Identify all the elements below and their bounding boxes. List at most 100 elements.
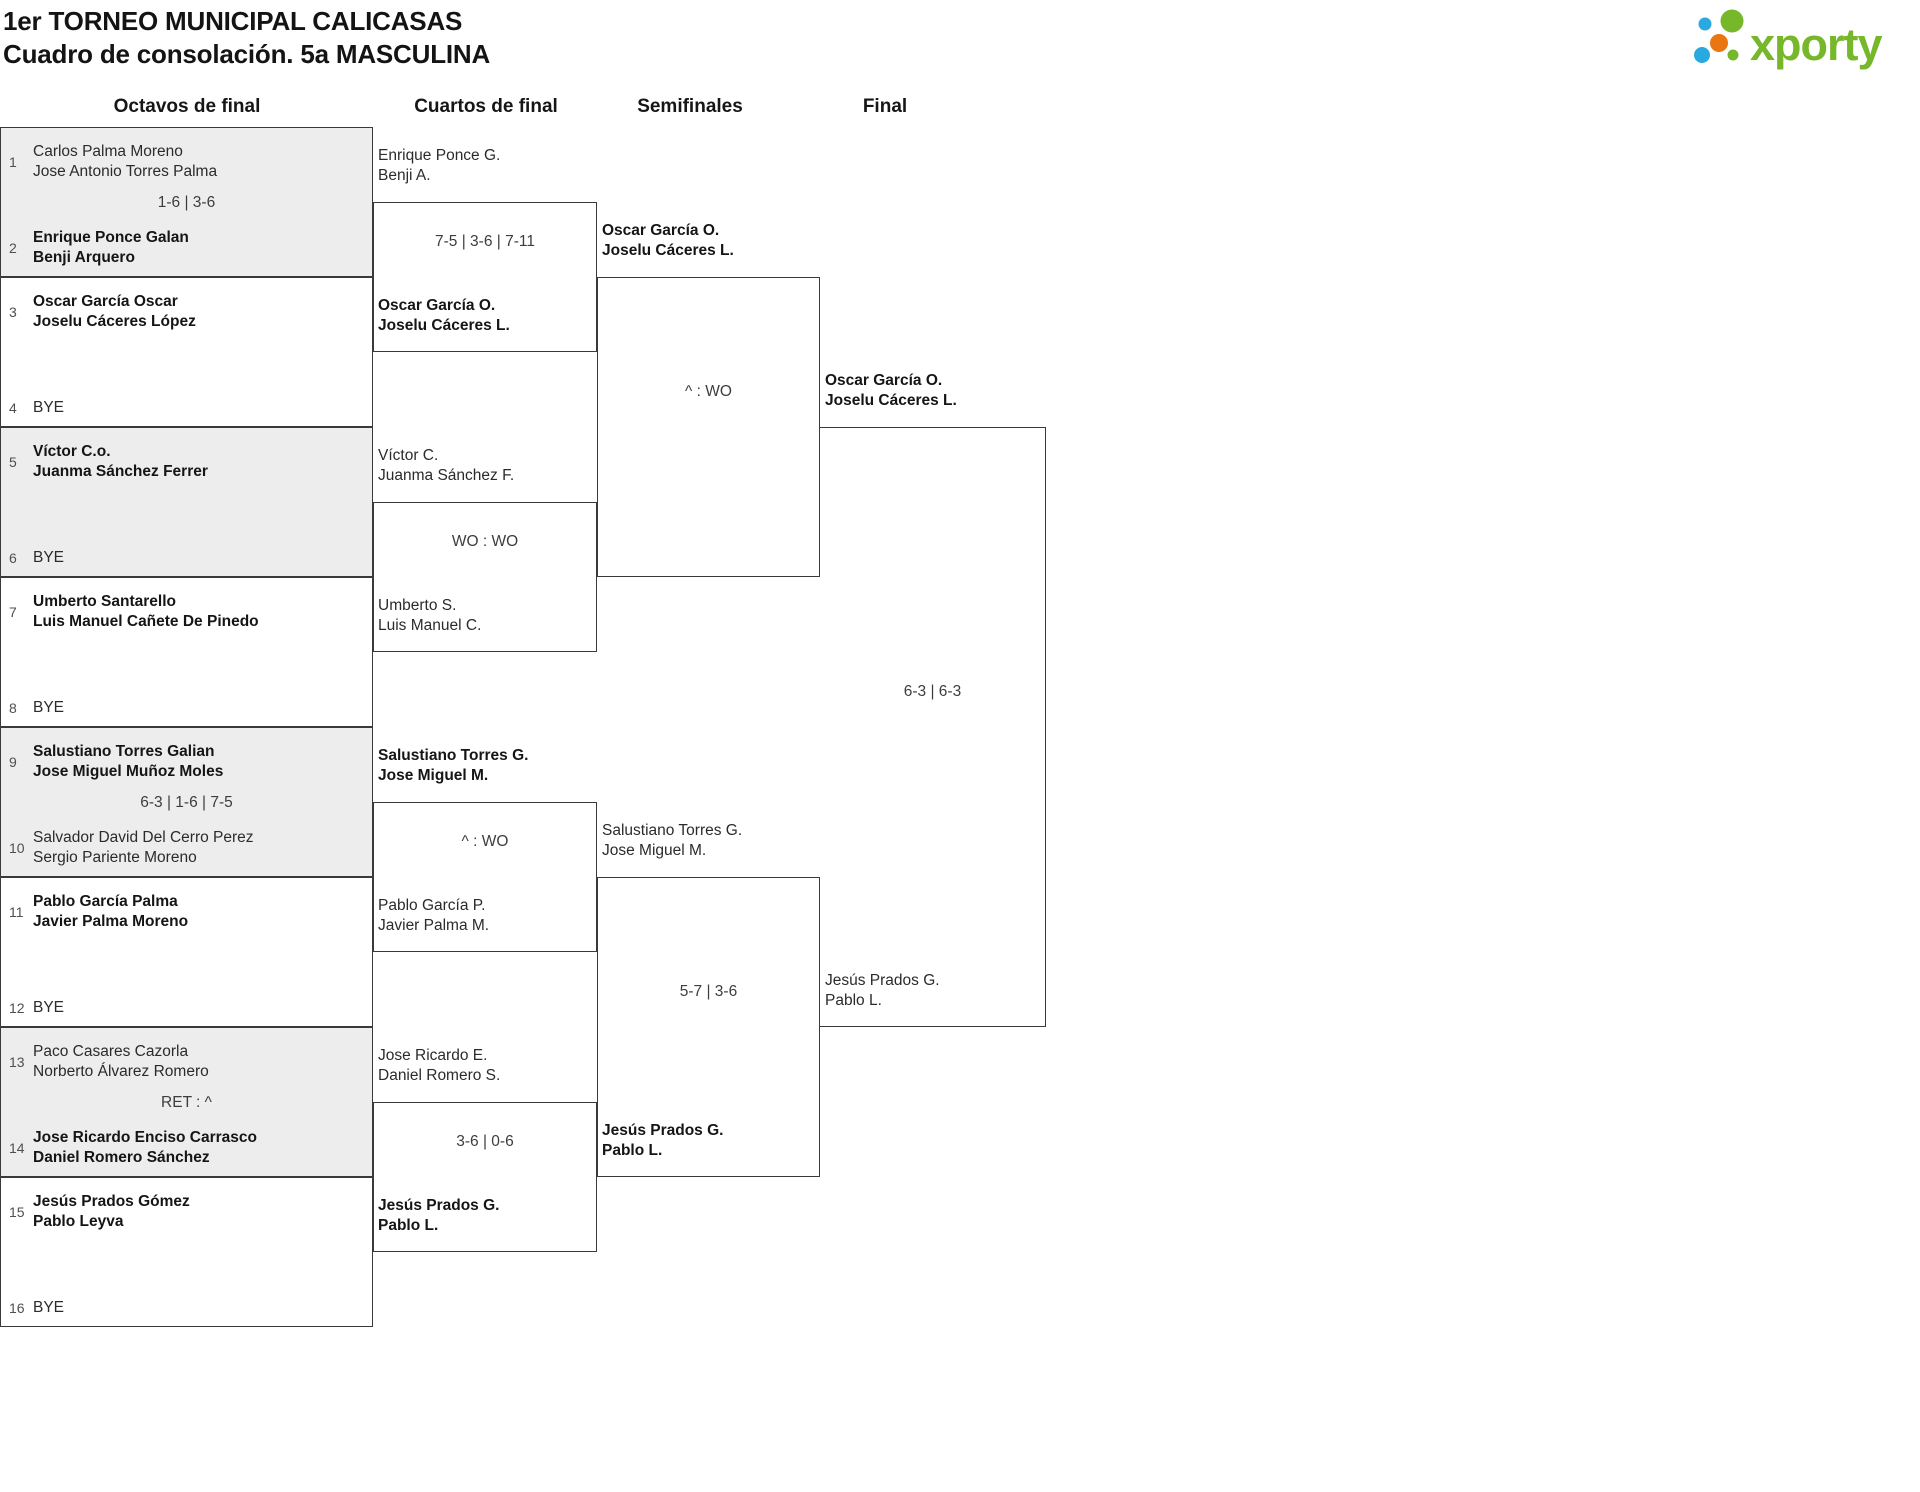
tournament-title: 1er TORNEO MUNICIPAL CALICASAS Cuadro de… — [3, 5, 490, 71]
seed-number: 7 — [9, 604, 17, 620]
team-label: Víctor C. Juanma Sánchez F. — [378, 446, 514, 486]
team-name: BYE — [33, 548, 64, 568]
match-score: 6-3 | 6-3 — [903, 683, 962, 700]
team-name-line: Salustiano Torres G. — [378, 747, 529, 764]
team-name-line: Jesús Prados G. — [602, 1122, 724, 1139]
logo-dot-orange — [1710, 34, 1728, 52]
seed-number: 15 — [9, 1204, 25, 1220]
team-name-line: Jose Ricardo Enciso Carrasco — [33, 1129, 257, 1146]
team-label: Oscar García O.Joselu Cáceres L. — [825, 371, 957, 411]
team-entry: 6 BYE — [9, 548, 366, 568]
team-label: Jose Ricardo E.Daniel Romero S. — [378, 1046, 500, 1086]
team-entry: 12 BYE — [9, 998, 366, 1018]
seed-number: 14 — [9, 1140, 25, 1156]
team-name-line: Jose Ricardo E. — [378, 1047, 488, 1064]
seed-number: 11 — [9, 904, 24, 920]
team-label: Jesús Prados G.Pablo L. — [602, 1121, 723, 1161]
match-score: 1-6 | 3-6 — [157, 194, 216, 211]
team-name-line: BYE — [33, 399, 65, 416]
seed-number: 12 — [9, 1000, 25, 1016]
team-name: BYE — [33, 698, 64, 718]
team-name-line: Paco Casares Cazorla — [33, 1043, 189, 1060]
team-name-line: Oscar García Oscar — [33, 293, 178, 310]
team-name-line: Oscar García O. — [378, 297, 496, 314]
team-label: Pablo García P. Javier Palma M. — [378, 896, 489, 936]
team-name-line: Joselu Cáceres López — [33, 313, 196, 330]
match-box-final: 6-3 | 6-3 — [820, 427, 1046, 1027]
team-name-line: Víctor C.o. — [33, 443, 111, 460]
logo-dot-green — [1720, 9, 1744, 33]
team-name-line: Benji Arquero — [33, 249, 135, 266]
team-name-line: Joselu Cáceres L. — [602, 242, 734, 259]
team-name-line: BYE — [33, 1299, 65, 1316]
team-name-line: Juanma Sánchez Ferrer — [33, 463, 208, 480]
team-name-line: Pablo García Palma — [33, 893, 178, 910]
team-name-line: Pablo García P. — [378, 897, 486, 914]
match-score: 6-3 | 1-6 | 7-5 — [140, 794, 233, 811]
round-header-4: Final — [862, 96, 908, 117]
team-name-line: Enrique Ponce Galan — [33, 229, 189, 246]
team-name-line: BYE — [33, 549, 65, 566]
xporty-logo[interactable]: xporty — [1688, 2, 1908, 76]
team-name-line: Benji A. — [378, 167, 431, 184]
team-label: Enrique Ponce G. Benji A. — [378, 146, 500, 186]
team-name-line: Sergio Pariente Moreno — [33, 849, 197, 866]
team-name-line: Joselu Cáceres L. — [825, 392, 957, 409]
team-name-line: Pablo Leyva — [33, 1213, 124, 1230]
team-name-line: Oscar García O. — [602, 222, 720, 239]
team-label: Oscar García O. Joselu Cáceres L. — [378, 296, 510, 336]
tournament-title-line1: 1er TORNEO MUNICIPAL CALICASAS — [3, 6, 463, 36]
round-header-1: Octavos de final — [113, 96, 261, 117]
logo-dot-blue — [1694, 47, 1710, 63]
match-box-cuartos-2: WO : WO — [373, 502, 597, 652]
team-name: Víctor C.o. Juanma Sánchez Ferrer — [33, 442, 208, 482]
seed-number: 9 — [9, 754, 17, 770]
team-name-line: Salvador David Del Cerro Perez — [33, 829, 254, 846]
team-name: BYE — [33, 1298, 64, 1318]
logo-wordmark: xporty — [1750, 19, 1883, 70]
team-name-line: Jose Miguel Muñoz Moles — [33, 763, 224, 780]
team-name-line: Pablo L. — [378, 1217, 439, 1234]
seed-number: 10 — [9, 840, 25, 856]
team-name-line: Javier Palma M. — [378, 917, 490, 934]
match-score: RET : ^ — [161, 1094, 212, 1111]
team-name-line: Jose Miguel M. — [378, 767, 489, 784]
match-score: 5-7 | 3-6 — [679, 983, 738, 1000]
team-name-line: Jose Antonio Torres Palma — [33, 163, 218, 180]
team-name: BYE — [33, 398, 64, 418]
team-name-line: Juanma Sánchez F. — [378, 467, 515, 484]
team-name: BYE — [33, 998, 64, 1018]
team-name-line: Pablo L. — [825, 992, 882, 1009]
logo-dot-blue — [1698, 17, 1712, 31]
team-name-line: Víctor C. — [378, 447, 439, 464]
team-name-line: Jesús Prados G. — [378, 1197, 500, 1214]
team-name-line: Enrique Ponce G. — [378, 147, 501, 164]
team-label: Oscar García O. Joselu Cáceres L. — [602, 221, 734, 261]
team-label: Jesús Prados G. Pablo L. — [378, 1196, 499, 1236]
team-name-line: Norberto Álvarez Romero — [33, 1063, 209, 1080]
seed-number: 13 — [9, 1054, 25, 1070]
match-box-cuartos-1: 7-5 | 3-6 | 7-11 — [373, 202, 597, 352]
team-name-line: BYE — [33, 699, 65, 716]
match-score: WO : WO — [451, 533, 519, 550]
seed-number: 6 — [9, 550, 17, 566]
team-label: Jesús Prados G.Pablo L. — [825, 971, 940, 1011]
team-name-line: Joselu Cáceres L. — [378, 317, 510, 334]
